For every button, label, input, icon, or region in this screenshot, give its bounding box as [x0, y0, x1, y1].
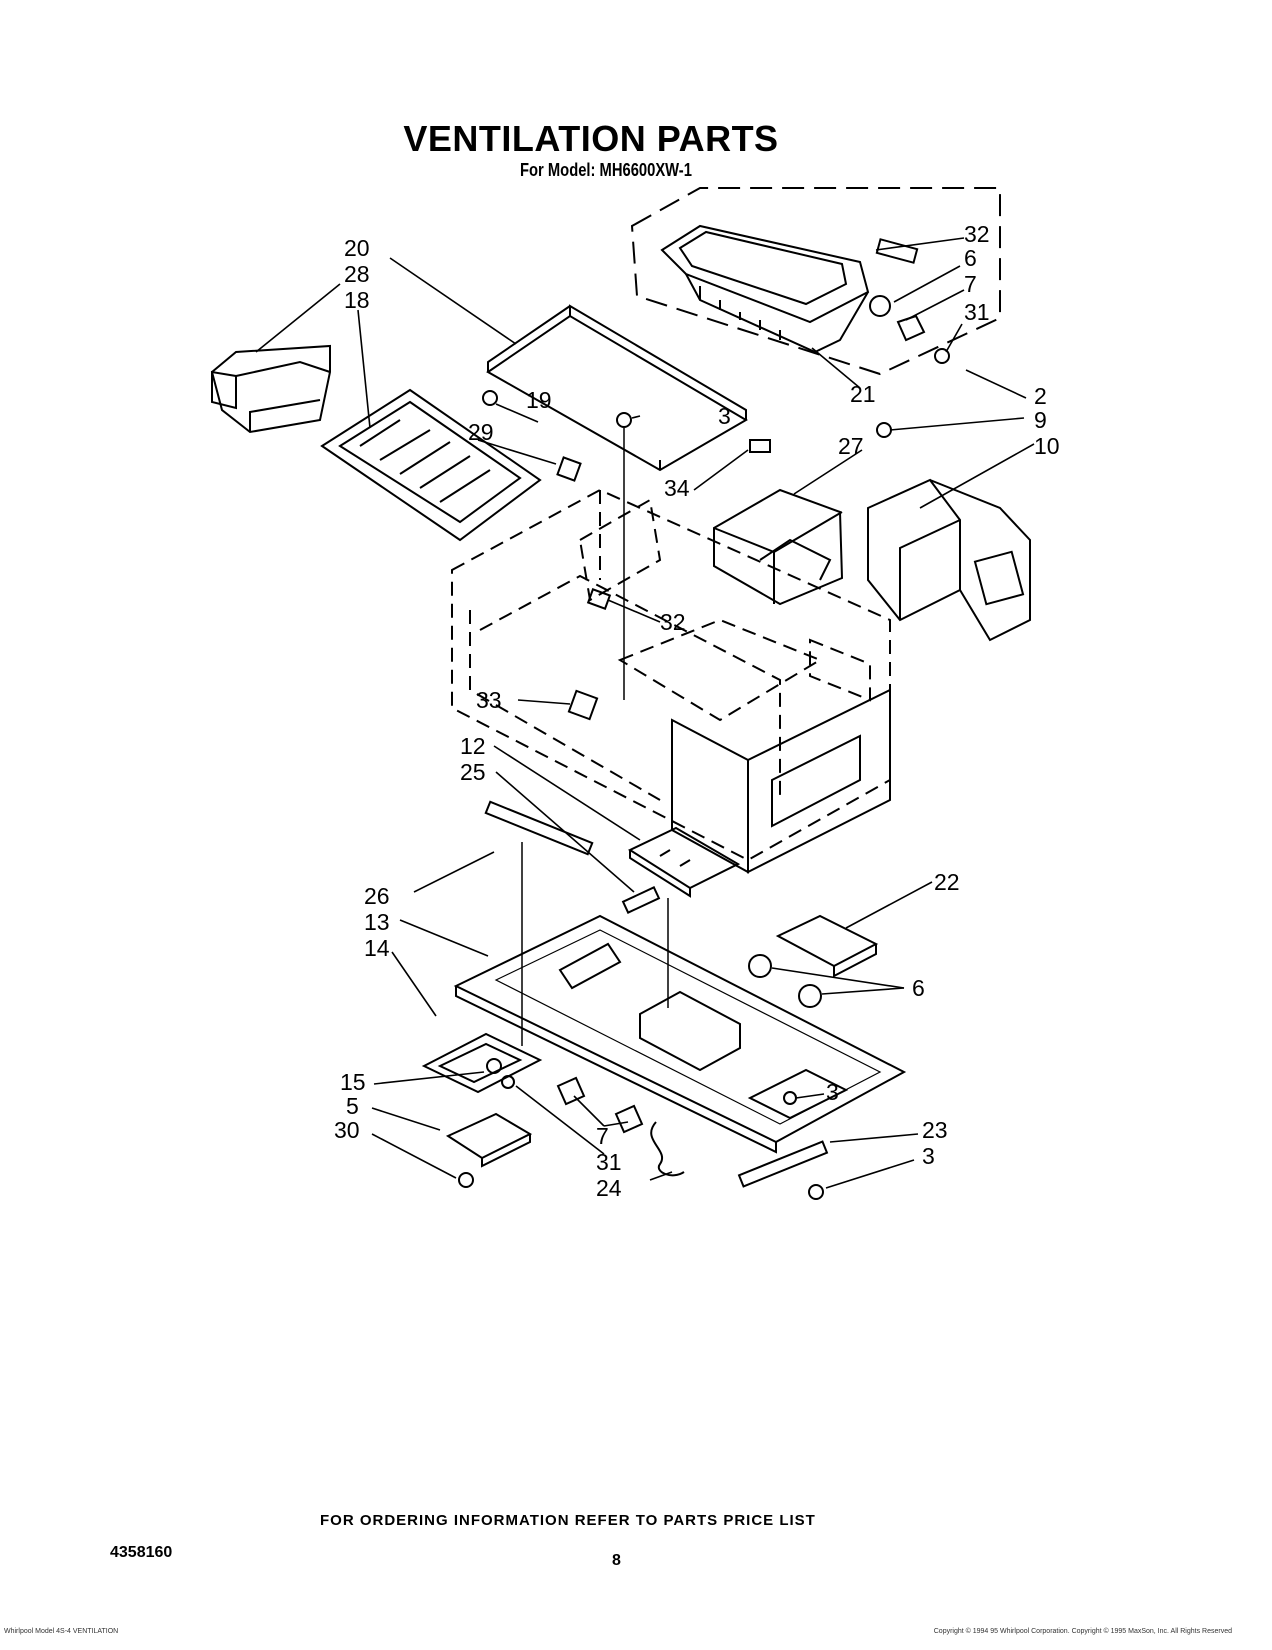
callout-7-bottom: 7 — [596, 1123, 609, 1149]
screw-part-3-top — [616, 412, 632, 428]
callout-31-bottom: 31 — [596, 1149, 622, 1175]
grease-filter-part — [320, 388, 542, 542]
callout-23: 23 — [922, 1117, 948, 1143]
screw-part-19 — [482, 390, 498, 406]
lamp-holder-part-2 — [614, 1104, 644, 1134]
callout-labels: 20 28 18 19 29 3 34 27 32 6 7 31 21 2 9 … — [334, 221, 1060, 1201]
charcoal-filter-part — [421, 1032, 543, 1094]
callout-31-top: 31 — [964, 299, 990, 325]
light-shield-part — [775, 914, 879, 978]
screw-part-15 — [486, 1058, 502, 1074]
callout-3-right: 3 — [826, 1079, 839, 1105]
bottom-plate-part — [453, 914, 907, 1154]
lamp-bulb-part-1 — [748, 954, 772, 978]
fine-print-right: Copyright © 1994 95 Whirlpool Corporatio… — [933, 1628, 1232, 1635]
callout-10: 10 — [1034, 433, 1060, 459]
callout-3-bottom: 3 — [922, 1143, 935, 1169]
callout-32-top: 32 — [964, 221, 990, 247]
leader-lines — [255, 237, 1035, 1189]
fine-print-left: Whirlpool Model 4S-4 VENTILATION — [4, 1628, 119, 1635]
clip-part-33 — [567, 689, 599, 721]
trim-strip-part-23 — [737, 1140, 829, 1188]
callout-20: 20 — [344, 235, 370, 261]
callout-9: 9 — [1034, 407, 1047, 433]
trim-strip-part — [484, 800, 594, 856]
callout-30: 30 — [334, 1117, 360, 1143]
wire-harness-part — [650, 1121, 685, 1177]
filter-clip-part — [556, 456, 582, 482]
cabinet-frame-part — [671, 688, 891, 874]
grille-assembly-dashed-box — [630, 187, 1001, 376]
vent-duct-part — [210, 344, 331, 434]
callout-5: 5 — [346, 1093, 359, 1119]
callout-24: 24 — [596, 1175, 622, 1201]
callout-15: 15 — [340, 1069, 366, 1095]
lamp-holder-part-1 — [556, 1076, 586, 1106]
callout-21: 21 — [850, 381, 876, 407]
callout-33: 33 — [476, 687, 502, 713]
screw-part-31 — [934, 348, 950, 364]
callout-18: 18 — [344, 287, 370, 313]
mounting-bracket-part — [445, 1112, 533, 1168]
callout-14: 14 — [364, 935, 390, 961]
model-subtitle: For Model: MH6600XW-1 — [520, 160, 692, 180]
callout-26: 26 — [364, 883, 390, 909]
callout-29: 29 — [468, 419, 494, 445]
callout-34: 34 — [664, 475, 690, 501]
lamp-bulb-part — [869, 295, 891, 317]
screw-part-9 — [876, 422, 892, 438]
callout-7-top: 7 — [964, 271, 977, 297]
lamp-bulb-part-2 — [798, 984, 822, 1008]
clip-part-32-mid — [586, 588, 612, 610]
switch-part-34 — [749, 439, 771, 453]
callout-6-bottom: 6 — [912, 975, 925, 1001]
callout-27: 27 — [838, 433, 864, 459]
grille-panel-part — [660, 224, 870, 354]
callout-6-top: 6 — [964, 245, 977, 271]
callout-12: 12 — [460, 733, 486, 759]
callout-28: 28 — [344, 261, 370, 287]
page-number: 8 — [612, 1552, 621, 1569]
light-lens-part — [627, 826, 741, 898]
screw-part-3-right — [783, 1091, 797, 1105]
callout-25: 25 — [460, 759, 486, 785]
latch-part — [875, 238, 919, 264]
page-title: VENTILATION PARTS — [403, 118, 779, 159]
callout-19: 19 — [526, 387, 552, 413]
clip-part-25 — [621, 886, 661, 914]
socket-part — [896, 314, 926, 342]
fan-motor-part — [867, 478, 1031, 642]
top-cover-plate-part — [486, 304, 748, 472]
screw-part-30 — [458, 1172, 474, 1188]
blower-housing-part — [713, 488, 844, 606]
ordering-note: FOR ORDERING INFORMATION REFER TO PARTS … — [320, 1512, 816, 1529]
screw-part-31-bottom — [501, 1075, 515, 1089]
callout-32-mid: 32 — [660, 609, 686, 635]
callout-13: 13 — [364, 909, 390, 935]
document-number: 4358160 — [110, 1544, 173, 1561]
callout-2: 2 — [1034, 383, 1047, 409]
callout-3-top: 3 — [718, 403, 731, 429]
screw-part-3-bottom — [808, 1184, 824, 1200]
callout-22: 22 — [934, 869, 960, 895]
